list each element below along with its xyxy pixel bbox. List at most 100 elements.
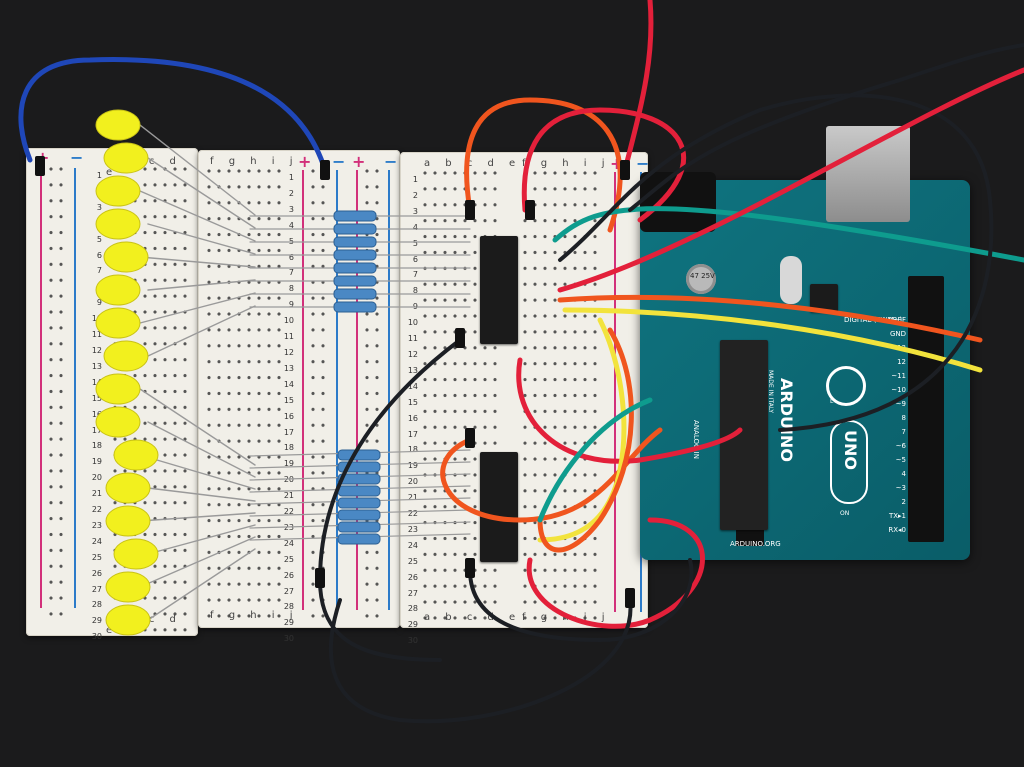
row-number: 22	[283, 507, 294, 517]
led-lead	[139, 388, 256, 466]
pin-label: RX◂0	[888, 526, 906, 534]
yellow-led	[103, 142, 149, 174]
minus-symbol: −	[636, 154, 650, 173]
resistor	[333, 288, 377, 300]
rail-holes	[48, 166, 68, 616]
wire-end-connector	[465, 558, 475, 578]
power-rail-plus-2	[356, 170, 358, 610]
row-number: 14	[407, 381, 418, 391]
column-letters-bottom: f g h i j	[210, 610, 299, 621]
row-number: 30	[283, 634, 294, 644]
led-lead	[139, 190, 256, 242]
on-label: ON	[840, 510, 850, 517]
wire-end-connector	[35, 156, 45, 176]
column-letters: f g h i j	[210, 156, 299, 167]
row-number: 26	[91, 568, 102, 578]
row-number: 25	[91, 552, 102, 562]
yellow-led	[105, 472, 151, 504]
row-number: 30	[91, 632, 102, 642]
row-number: 7	[288, 268, 294, 278]
orange-wire-2	[557, 294, 983, 343]
row-number: 21	[407, 493, 418, 503]
row-number: 2	[288, 188, 294, 198]
row-number: 15	[407, 397, 418, 407]
black-wire-top	[628, 43, 1024, 212]
wire-end-connector	[320, 160, 330, 180]
yellow-led	[113, 439, 159, 471]
power-rail-plus	[40, 168, 42, 608]
black-wire-bottom-2	[468, 558, 694, 643]
row-number: 11	[283, 332, 294, 342]
row-number: 23	[91, 520, 102, 530]
row-number: 18	[283, 443, 294, 453]
pin-label: TX▸1	[888, 512, 906, 520]
pin-label: 8	[901, 414, 906, 422]
led-lead	[147, 279, 256, 291]
led-lead	[139, 512, 256, 522]
row-number: 28	[283, 602, 294, 612]
row-number: 20	[283, 475, 294, 485]
row-number: 17	[91, 425, 102, 435]
row-number: 26	[407, 572, 418, 582]
digital-header	[908, 276, 944, 542]
row-number: 4	[412, 222, 418, 232]
power-rail-minus-2	[388, 170, 390, 610]
arduino-url: ARDUINO.ORG	[730, 540, 781, 548]
yellow-led	[105, 505, 151, 537]
arduino-uno-board: 47 25V DIGITAL (PWM~) ARDUINO MADE IN IT…	[640, 180, 970, 560]
resistor	[333, 275, 377, 287]
pin-label: ~6	[895, 442, 906, 450]
row-number: 9	[288, 300, 294, 310]
resistor	[337, 521, 381, 533]
pin-label: AREF	[887, 316, 906, 324]
infinity-logo	[826, 366, 866, 406]
row-number: 24	[407, 540, 418, 550]
black-wire	[558, 93, 994, 432]
resistor	[337, 473, 381, 485]
row-number: 15	[91, 393, 102, 403]
row-number: 29	[91, 616, 102, 626]
pin-label: ~5	[895, 456, 906, 464]
row-number: 21	[283, 491, 294, 501]
yellow-led	[113, 538, 159, 570]
row-number: 29	[283, 618, 294, 628]
led-lead	[147, 524, 256, 555]
led-lead	[139, 454, 256, 490]
row-number: 24	[283, 538, 294, 548]
power-rail-plus	[302, 170, 304, 610]
row-number: 19	[407, 461, 418, 471]
row-number: 11	[91, 330, 102, 340]
row-number: 8	[288, 284, 294, 294]
row-number: 12	[283, 347, 294, 357]
row-number: 30	[407, 636, 418, 646]
teal-wire	[552, 206, 1024, 263]
red-wire-top	[622, 0, 654, 173]
row-number: 28	[407, 604, 418, 614]
yellow-led	[103, 340, 149, 372]
row-number: 13	[91, 361, 102, 371]
resistor	[333, 210, 377, 222]
usb-connector	[826, 126, 910, 222]
row-number: 22	[91, 505, 102, 515]
resistor	[337, 485, 381, 497]
led-lead	[147, 421, 256, 478]
wire-end-connector	[625, 588, 635, 608]
row-number: 1	[412, 175, 418, 184]
pin-label: 7	[901, 428, 906, 436]
row-number: 27	[91, 584, 102, 594]
led-lead	[139, 124, 256, 216]
row-number: 23	[407, 524, 418, 534]
pin-label: 4	[901, 470, 906, 478]
minus-symbol: −	[332, 152, 346, 171]
wire-end-connector	[525, 200, 535, 220]
row-number: 21	[91, 489, 102, 499]
column-letters-2: f g h i j	[522, 158, 611, 169]
power-rail-minus	[336, 170, 338, 610]
row-number: 3	[96, 202, 102, 212]
yellow-led	[95, 274, 141, 306]
minus-symbol: −	[70, 148, 84, 167]
row-number: 13	[407, 365, 418, 375]
